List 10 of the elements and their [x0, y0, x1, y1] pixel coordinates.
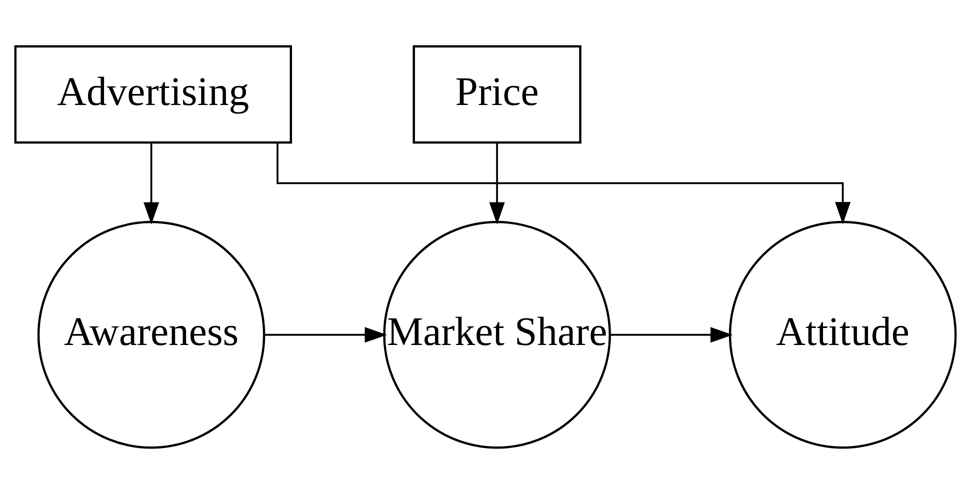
node-box: Price — [412, 44, 582, 144]
arrow — [276, 142, 851, 224]
arrow — [610, 326, 733, 342]
arrow — [489, 142, 505, 224]
node-circle: Awareness — [37, 220, 266, 448]
node-circle: Market Share — [383, 220, 611, 448]
arrow — [144, 142, 160, 224]
arrow — [264, 326, 387, 342]
node-box: Advertising — [14, 44, 292, 144]
node-circle: Attitude — [728, 220, 957, 448]
